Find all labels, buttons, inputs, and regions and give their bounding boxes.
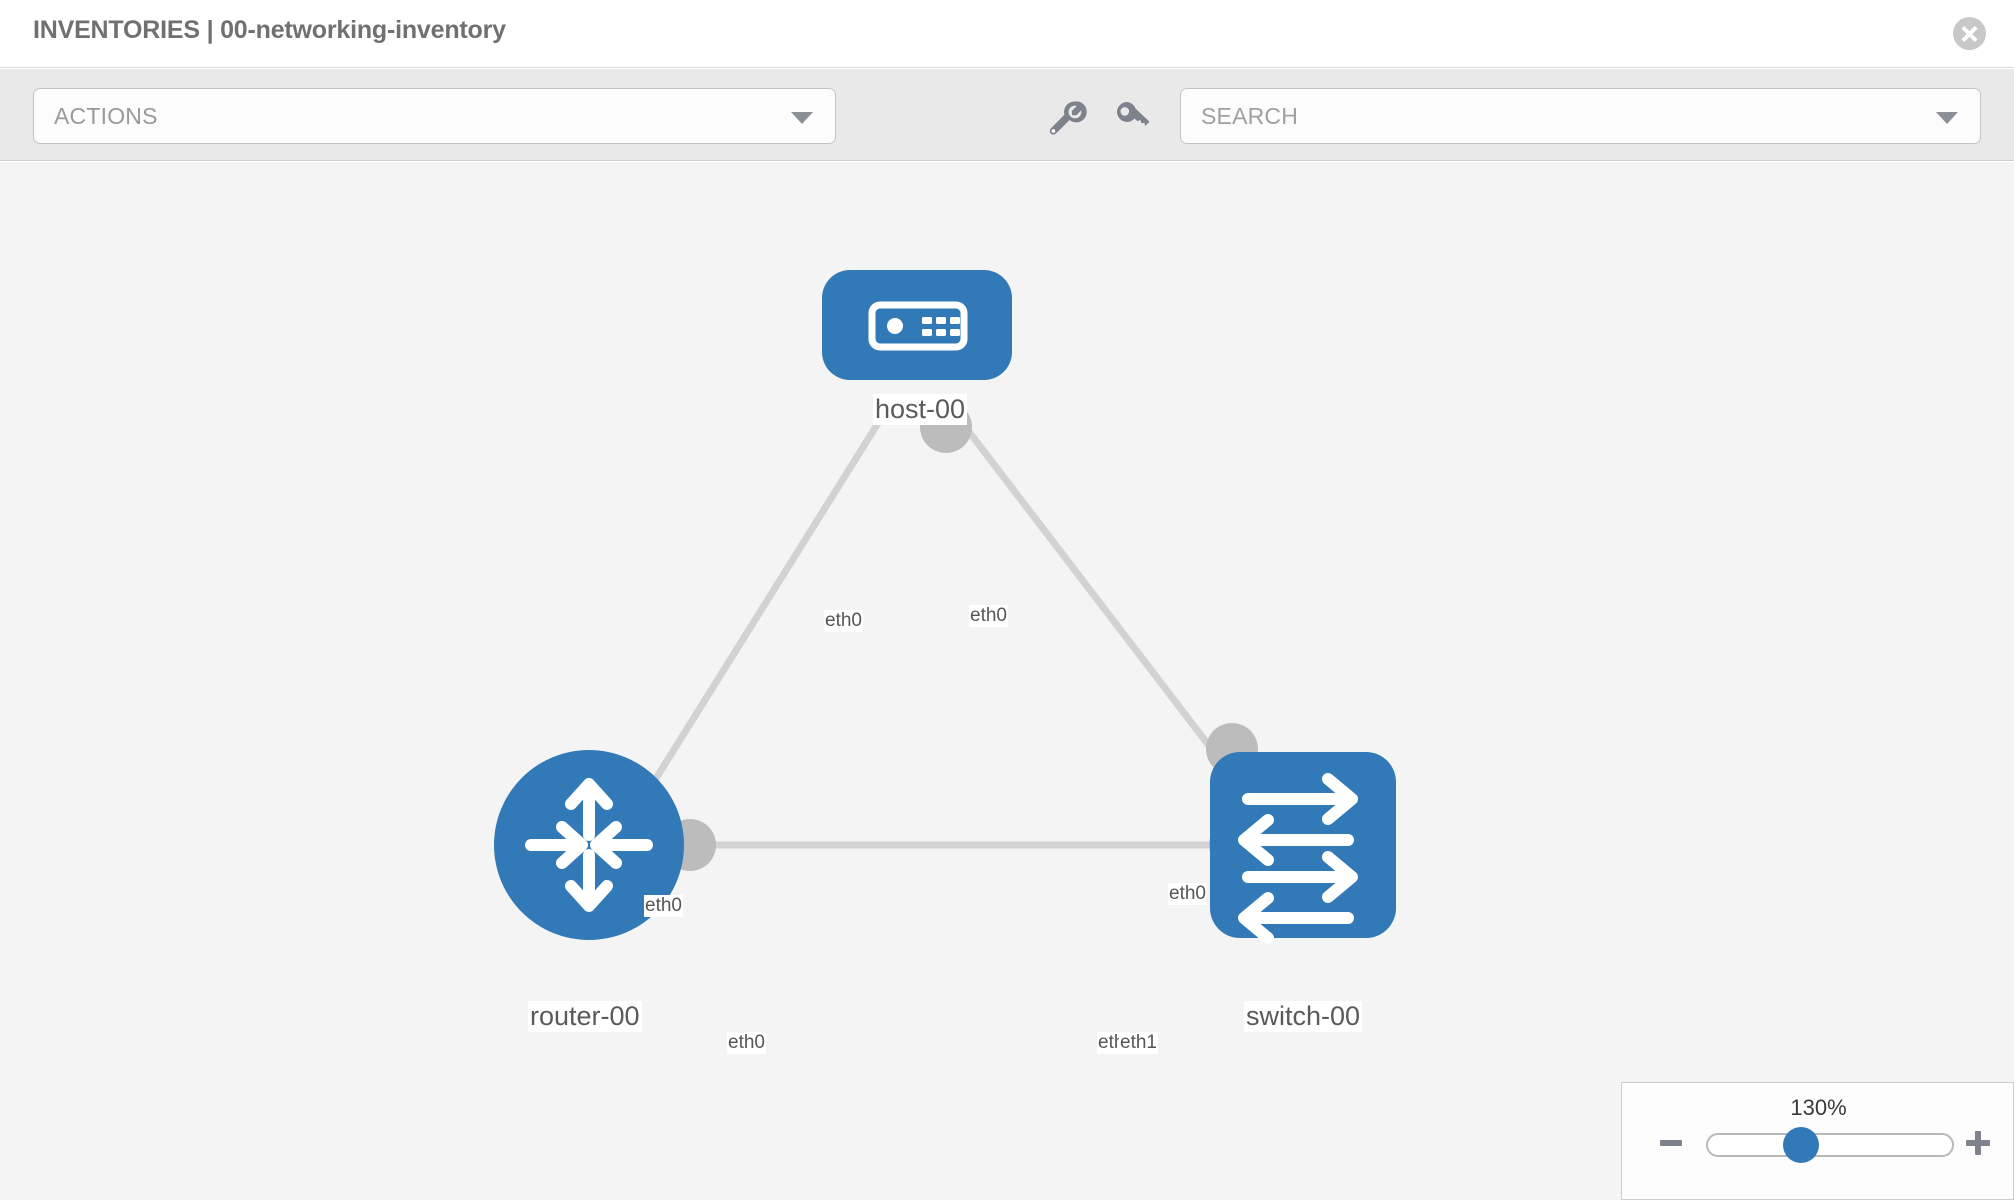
zoom-slider-thumb[interactable] <box>1783 1127 1819 1163</box>
iface-label-switch00-up: eth0 <box>1168 883 1207 905</box>
iface-label-host00-right: eth0 <box>969 605 1008 627</box>
iface-label-host00-left: eth0 <box>824 610 863 632</box>
search-input[interactable]: SEARCH <box>1180 88 1981 144</box>
plus-icon-vertical <box>1975 1131 1981 1155</box>
iface-label-router00-right: eth0 <box>727 1032 766 1054</box>
topology-canvas[interactable]: host-00 router-00 switch-00 eth0 eth0 et… <box>0 162 2014 1200</box>
chevron-down-icon[interactable] <box>1936 112 1958 124</box>
wrench-icon[interactable] <box>1043 95 1087 139</box>
node-host-00-shape[interactable] <box>822 270 1012 380</box>
chevron-down-icon <box>791 112 813 124</box>
iface-label-switch00-left-eth1: eth1 <box>1119 1032 1158 1054</box>
iface-label-router00-up: eth0 <box>644 895 683 917</box>
node-router-00[interactable] <box>494 750 684 940</box>
search-input-placeholder: SEARCH <box>1201 103 1299 129</box>
page-title: INVENTORIES | 00-networking-inventory <box>33 16 506 44</box>
actions-dropdown-label: ACTIONS <box>54 103 158 129</box>
zoom-slider-track[interactable] <box>1706 1133 1954 1157</box>
topology-graph <box>494 270 1396 944</box>
server-icon <box>868 301 968 351</box>
node-label-host-00: host-00 <box>873 394 968 425</box>
zoom-level-value: 130% <box>1790 1095 1847 1120</box>
node-label-switch-00: switch-00 <box>1244 1001 1363 1032</box>
node-router-00-shape[interactable] <box>494 750 684 940</box>
node-switch-00[interactable] <box>1210 752 1396 944</box>
toolbar: ACTIONS SEARCH <box>0 69 2014 161</box>
zoom-control-panel: 130% <box>1621 1082 2014 1200</box>
endpoints-layer <box>664 401 1261 871</box>
router-arrows-icon <box>525 778 653 912</box>
zoom-out-button[interactable] <box>1660 1140 1682 1146</box>
key-icon[interactable] <box>1110 95 1154 139</box>
close-icon[interactable] <box>1953 17 1986 50</box>
node-label-router-00: router-00 <box>528 1001 642 1032</box>
page-header: INVENTORIES | 00-networking-inventory <box>0 0 2014 68</box>
switch-arrows-icon <box>1238 773 1358 944</box>
actions-dropdown[interactable]: ACTIONS <box>33 88 836 144</box>
zoom-in-button[interactable] <box>1966 1131 1990 1155</box>
links-layer <box>607 417 1278 854</box>
node-host-00[interactable] <box>822 270 1012 380</box>
